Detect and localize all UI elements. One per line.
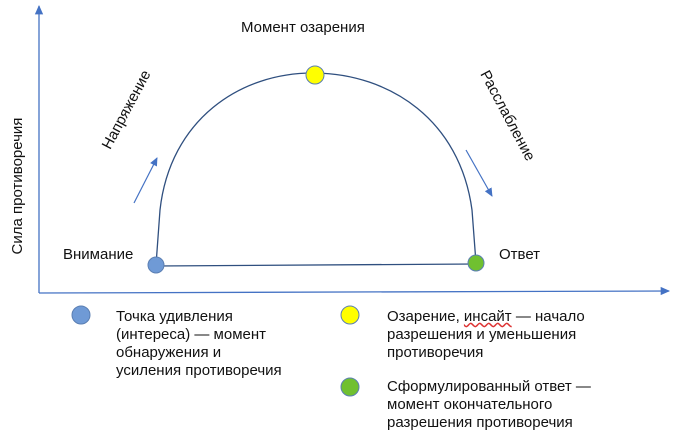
answer-point — [467, 254, 485, 272]
insight-point — [305, 65, 325, 85]
base-line — [155, 263, 477, 267]
legend-text-insight-b: — начало разрешения и уменьшения противо… — [387, 308, 585, 361]
legend-text-insight-a: Озарение, — [387, 308, 464, 325]
answer-label: Ответ — [499, 246, 541, 263]
peak-label: Момент озарения — [241, 19, 365, 36]
legend-marker-answer — [340, 377, 360, 397]
attention-point — [147, 256, 165, 274]
attention-label: Внимание — [63, 246, 134, 263]
legend-text-answer: Сформулированный ответ — момент окончате… — [387, 378, 591, 431]
tension-arrow — [133, 157, 158, 204]
legend-text-insight-marked: инсайт — [463, 308, 512, 325]
insight-arc — [155, 72, 477, 266]
relaxation-arrow — [465, 149, 493, 197]
legend-marker-attention — [71, 305, 91, 325]
y-axis-label: Сила противоречия — [9, 117, 26, 255]
x-axis — [38, 286, 671, 296]
legend-marker-insight — [340, 305, 360, 325]
legend-text-attention: Точка удивления (интереса) — момент обна… — [116, 308, 282, 379]
legend-text-insight: Озарение, инсайт — начало разрешения и у… — [387, 308, 627, 362]
